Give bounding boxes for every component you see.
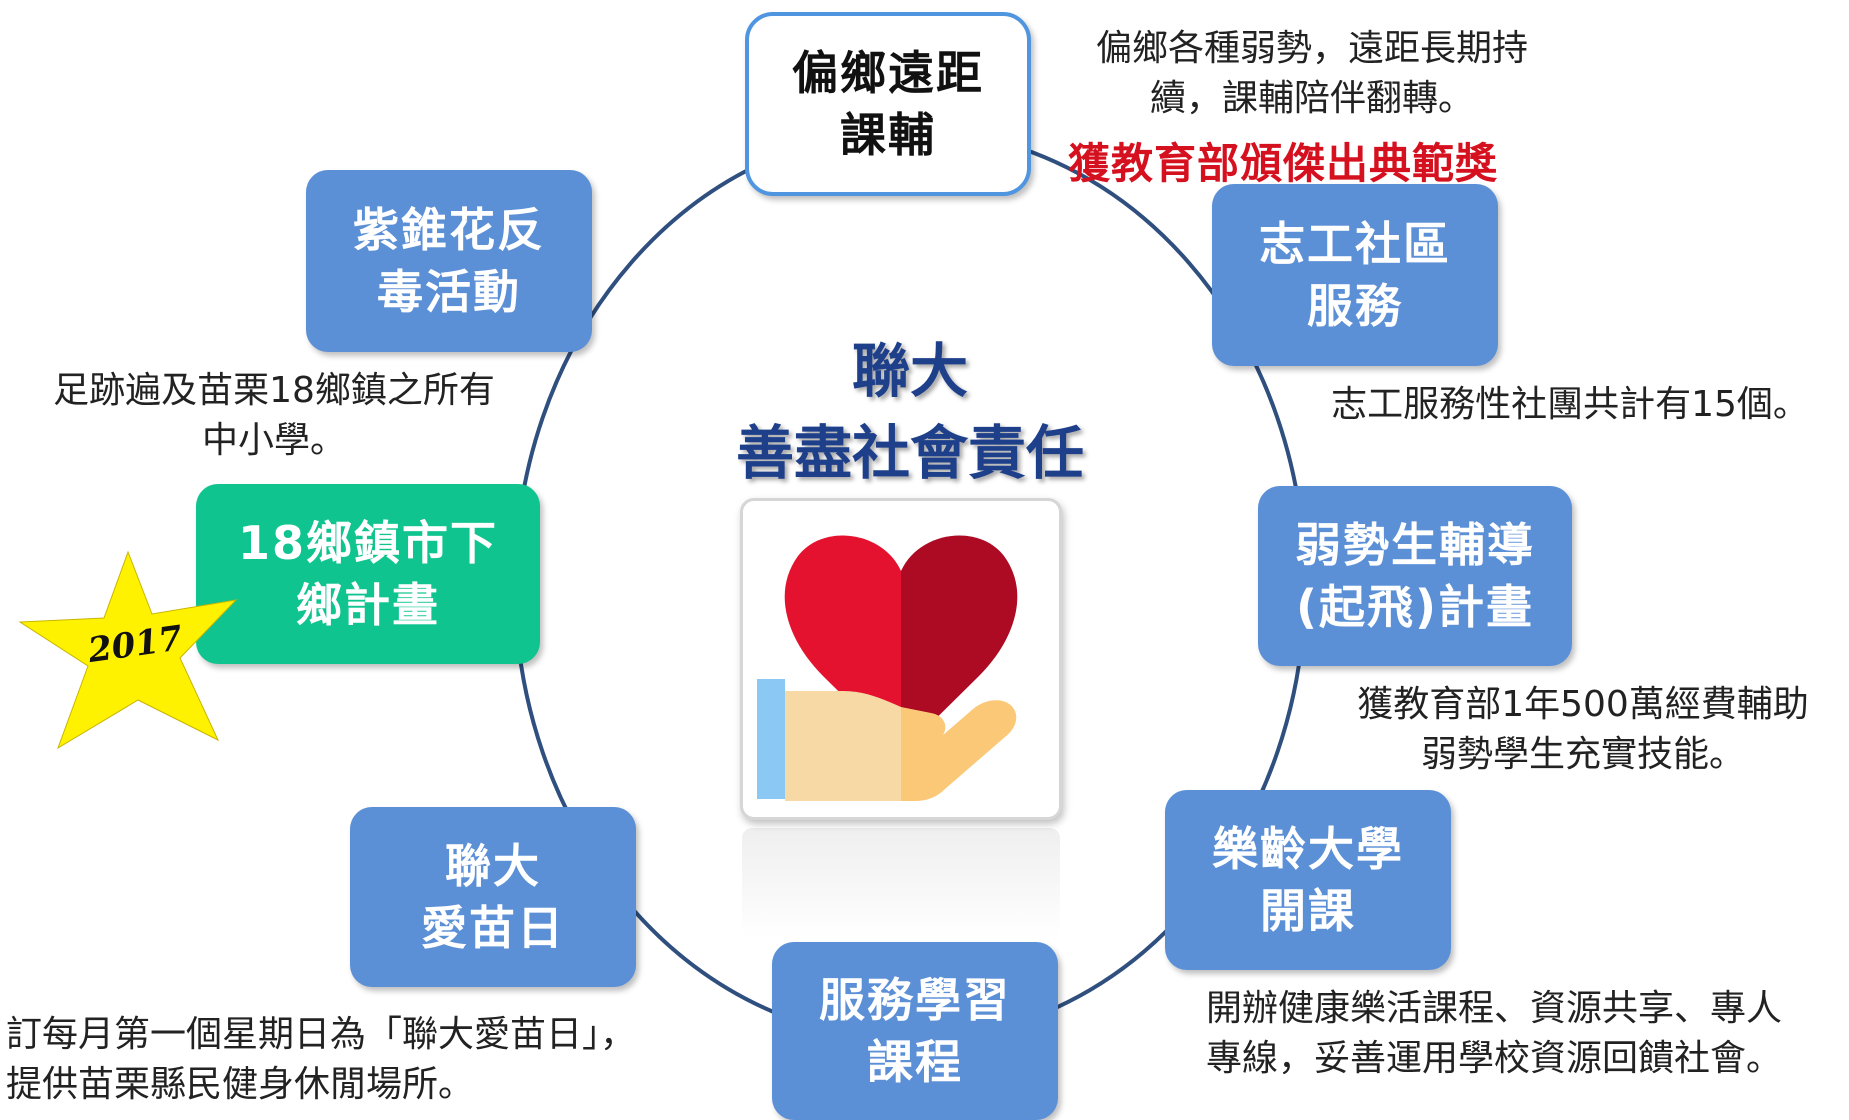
desc-disadvantaged-tutoring: 獲教育部1年500萬經費輔助 弱勢學生充實技能。 xyxy=(1357,684,1809,775)
desc-senior-university: 開辦健康樂活課程、資源共享、專人 專線，妥善運用學校資源回饋社會。 xyxy=(1205,988,1782,1079)
node-senior-university: 樂齡大學 開課 xyxy=(1165,790,1451,970)
node-disadvantaged-tutoring: 弱勢生輔導 (起飛)計畫 xyxy=(1258,486,1572,666)
node-anti-drug: 紫錐花反 毒活動 xyxy=(306,170,592,352)
center-title: 聯大 善盡社會責任 xyxy=(735,337,1084,487)
node-love-miaoli-day: 聯大 愛苗日 xyxy=(350,807,636,987)
node-township-program: 18鄉鎮市下 鄉計畫 xyxy=(196,484,540,664)
node-service-learning: 服務學習 課程 xyxy=(772,942,1058,1120)
node-volunteer-service: 志工社區 服務 xyxy=(1212,184,1498,366)
heart-in-hand-icon xyxy=(740,498,1062,820)
desc-volunteer-service: 志工服務性社團共計有15個。 xyxy=(1331,384,1809,425)
desc-love-miaoli-day: 訂每月第一個星期日為「聯大愛苗日」， 提供苗栗縣民健身休閒場所。 xyxy=(6,1014,637,1105)
icon-reflection xyxy=(742,828,1060,938)
award-label: 獲教育部頒傑出典範獎 xyxy=(1068,139,1499,188)
desc-remote-tutoring: 偏鄉各種弱勢，遠距長期持 續，課輔陪伴翻轉。 xyxy=(1095,28,1528,119)
star-badge-icon xyxy=(18,550,238,750)
node-remote-tutoring: 偏鄉遠距 課輔 xyxy=(745,12,1031,196)
desc-township-program: 足跡遍及苗栗18鄉鎮之所有 中小學。 xyxy=(53,370,495,461)
